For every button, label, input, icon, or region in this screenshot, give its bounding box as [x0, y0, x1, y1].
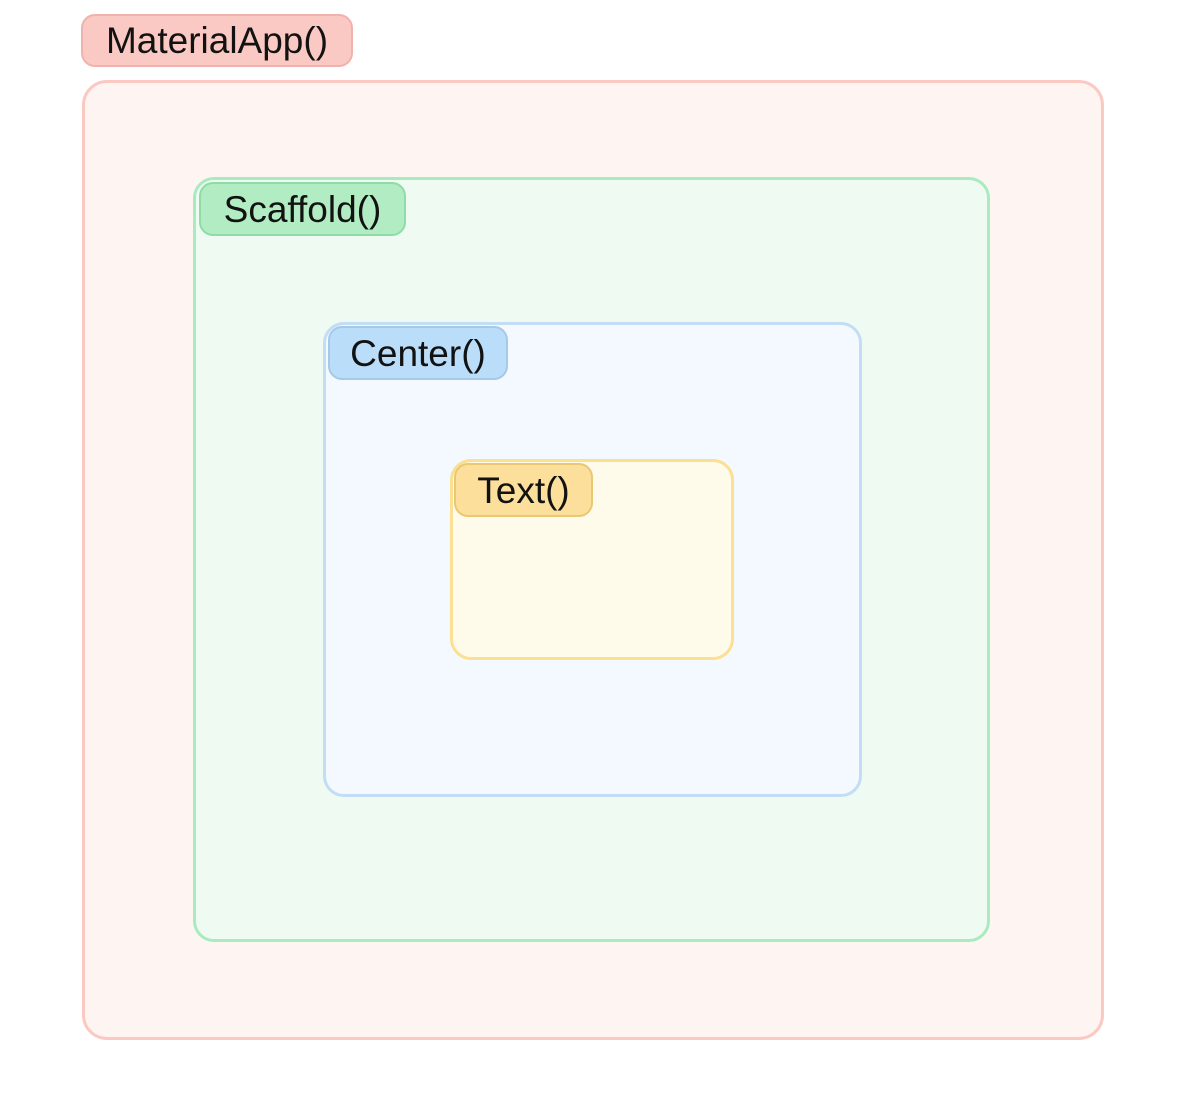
materialapp-label: MaterialApp()	[81, 14, 353, 67]
text-label: Text()	[454, 463, 593, 517]
center-label: Center()	[328, 326, 508, 380]
scaffold-label: Scaffold()	[199, 182, 406, 236]
scaffold-box: Scaffold() Center() Text()	[193, 177, 990, 942]
materialapp-box: Scaffold() Center() Text()	[82, 80, 1104, 1040]
text-box: Text()	[450, 459, 734, 660]
center-box: Center() Text()	[323, 322, 862, 797]
